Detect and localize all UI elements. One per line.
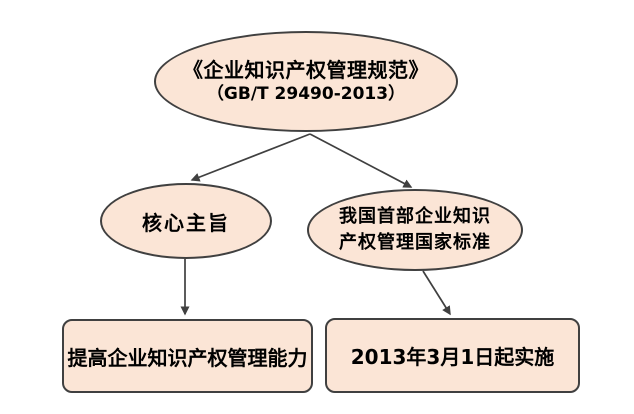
capability-box: 提高企业知识产权管理能力 [62,319,313,393]
first-standard-line1: 我国首部企业知识 [339,205,491,227]
root-title: 《企业知识产权管理规范》 [183,57,429,82]
arrow-root-to-core [190,133,311,182]
arrow-root-to-standard [309,133,413,188]
core-purpose-label: 核心主旨 [142,210,230,235]
capability-label: 提高企业知识产权管理能力 [67,345,308,370]
arrow-standard-to-implementation [422,270,451,316]
first-standard-ellipse: 我国首部企业知识 产权管理国家标准 [307,189,523,271]
root-subtitle: （GB/T 29490-2013） [206,83,406,104]
root-ellipse: 《企业知识产权管理规范》 （GB/T 29490-2013） [154,31,458,132]
implementation-label: 2013年3月1日起实施 [350,345,555,369]
implementation-box: 2013年3月1日起实施 [325,318,580,393]
first-standard-line2: 产权管理国家标准 [339,232,491,253]
core-purpose-ellipse: 核心主旨 [100,183,272,259]
